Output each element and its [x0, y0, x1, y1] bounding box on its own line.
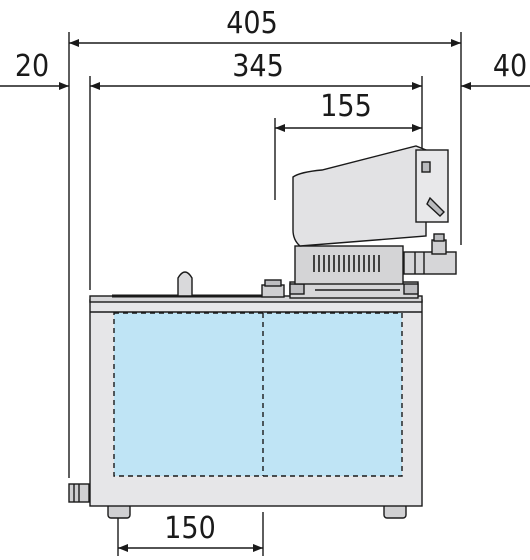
switch-lever — [426, 196, 445, 217]
dim-label-body: 345 — [232, 49, 284, 84]
bath-tank — [113, 312, 403, 477]
controller-head — [292, 145, 427, 247]
dim-label-right-offset: 40 — [493, 49, 527, 84]
controller-neck — [294, 245, 404, 285]
lid-knob — [177, 271, 193, 297]
extension-lines — [68, 32, 462, 556]
bath-unit — [68, 271, 423, 519]
vent-slots — [313, 255, 380, 272]
dim-label-overall: 405 — [226, 6, 278, 41]
dim-label-inner: 150 — [164, 511, 216, 546]
controller-unit — [289, 145, 457, 299]
dim-label-controller: 155 — [320, 89, 372, 124]
outlet-fitting — [403, 251, 457, 275]
filler-cap — [261, 284, 285, 298]
dim-label-left-offset: 20 — [15, 49, 49, 84]
dimension-lines — [0, 39, 530, 552]
